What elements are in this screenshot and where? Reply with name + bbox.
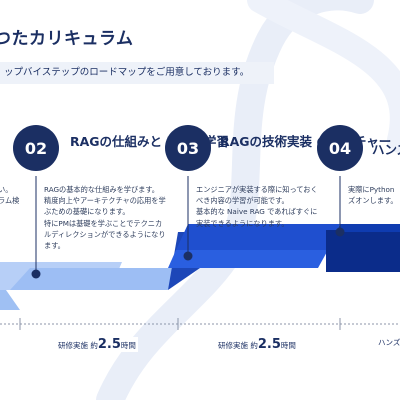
- step-03-duration: 研修実施 約2.5時間: [216, 337, 298, 352]
- step-02-duration: 研修実施 約2.5時間: [56, 337, 138, 352]
- duration-prefix: 研修実施 約: [58, 341, 98, 350]
- step-02-badge: 02: [13, 125, 59, 171]
- step-04-dot: [335, 227, 345, 237]
- step-03-dot: [183, 251, 193, 261]
- step-03-description: エンジニアが実装する際に知っておく べき内容の学習が可能です。 基本的な Nai…: [196, 185, 318, 228]
- step-03-badge: 03: [165, 125, 211, 171]
- duration-prefix: ハンズ: [378, 338, 400, 347]
- duration-prefix: 研修実施 約: [218, 341, 258, 350]
- stair-step-4: [326, 230, 400, 272]
- duration-unit: 時間: [120, 341, 136, 350]
- stair-step-3: [176, 224, 340, 250]
- page-title: つたカリキュラム: [0, 29, 134, 49]
- background-swirl: [247, 0, 400, 153]
- stair-step-2: [10, 268, 180, 290]
- step-02-dot: [31, 269, 41, 279]
- step-03-title: RAGの技術実装 のレクチャー: [220, 134, 392, 149]
- step-01-description: い。 ラム検: [0, 185, 20, 206]
- step-04-badge: 04: [317, 125, 363, 171]
- page-subtitle: ップバイステップのロードマップをご用意しております。: [0, 62, 274, 84]
- step-02-description: RAGの基本的な仕組みを学びます。 精度向上やアーキテクチャの応用を学 ぶための…: [44, 185, 166, 251]
- step-04-title: ハンズ: [372, 142, 400, 157]
- step-04-description: 実際にPython ズオンします。: [348, 185, 398, 206]
- step-04-duration: ハンズ: [376, 337, 400, 348]
- stair-step-1-side: [0, 290, 20, 310]
- duration-value: 2.5: [97, 337, 121, 352]
- duration-value: 2.5: [257, 337, 281, 352]
- duration-unit: 時間: [280, 341, 296, 350]
- stair-step-4-edge: [336, 224, 400, 232]
- stair-step-3-front: [168, 250, 328, 268]
